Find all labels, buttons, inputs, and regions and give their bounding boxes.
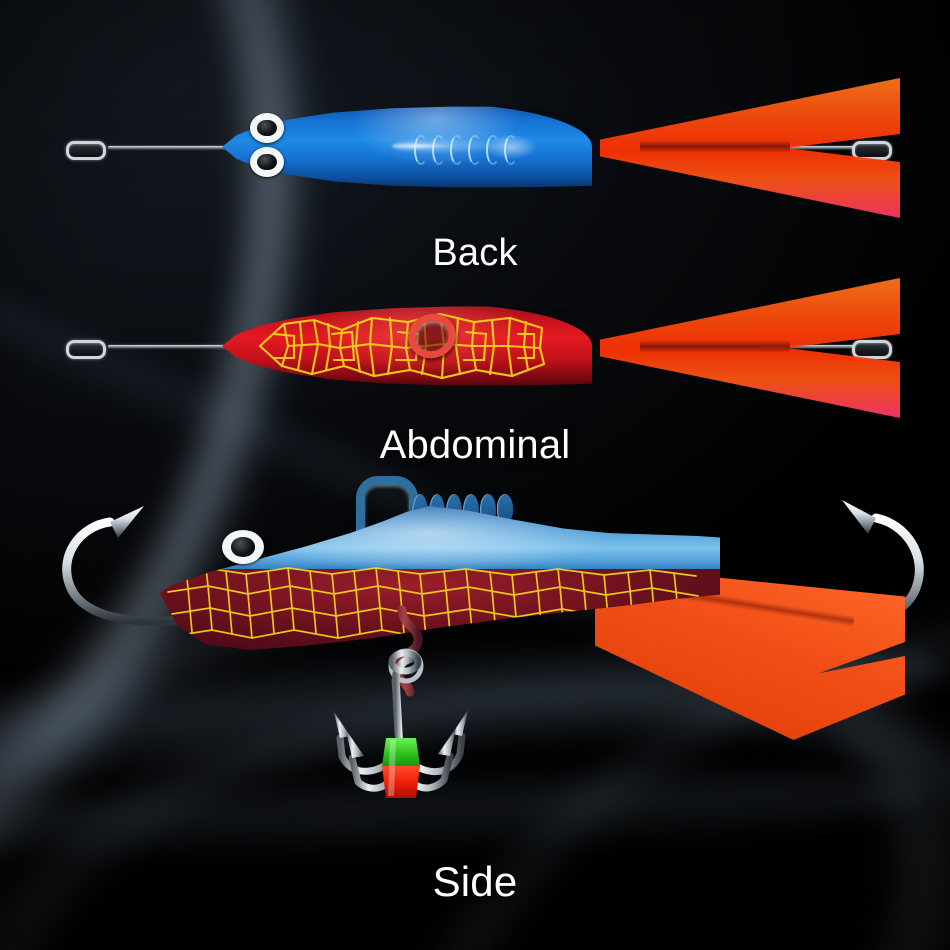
tail-seam <box>640 340 790 353</box>
eye-side <box>222 530 264 564</box>
red-bead <box>382 766 420 798</box>
front-wire-shaft <box>108 345 228 348</box>
rear-hook-eye <box>852 141 892 160</box>
front-wire-shaft <box>108 146 228 149</box>
rear-hook-eye <box>852 340 892 359</box>
eye-upper <box>250 113 284 143</box>
lure-side-view <box>0 470 950 850</box>
green-bead <box>382 738 420 766</box>
caption-back: Back <box>432 232 518 274</box>
body-abdominal <box>222 306 592 386</box>
lure-abdominal-view <box>0 270 950 450</box>
front-line-eye <box>66 141 106 160</box>
rear-wire-shaft <box>760 146 880 149</box>
eye-lower <box>250 147 284 177</box>
rear-wire-shaft <box>760 345 880 348</box>
tail-seam <box>640 140 790 153</box>
front-line-eye <box>66 340 106 359</box>
front-single-hook <box>48 498 201 648</box>
lure-back-view <box>0 0 950 240</box>
gill-ridges <box>414 134 524 165</box>
caption-abdominal: Abdominal <box>379 423 571 467</box>
caption-side: Side <box>432 858 518 905</box>
belly-treble-hook <box>330 605 520 840</box>
crackle-finish <box>222 307 592 386</box>
